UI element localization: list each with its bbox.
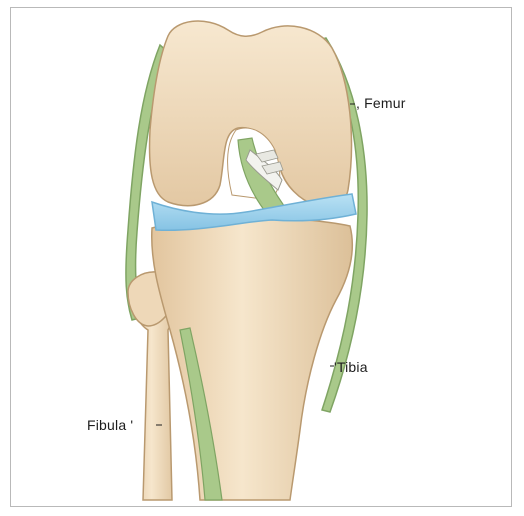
tibia-bone bbox=[152, 218, 353, 500]
fibula-label: Fibula ' bbox=[87, 417, 133, 433]
femur-label: , Femur bbox=[356, 95, 406, 111]
tibia-label: 'Tibia bbox=[334, 359, 368, 375]
